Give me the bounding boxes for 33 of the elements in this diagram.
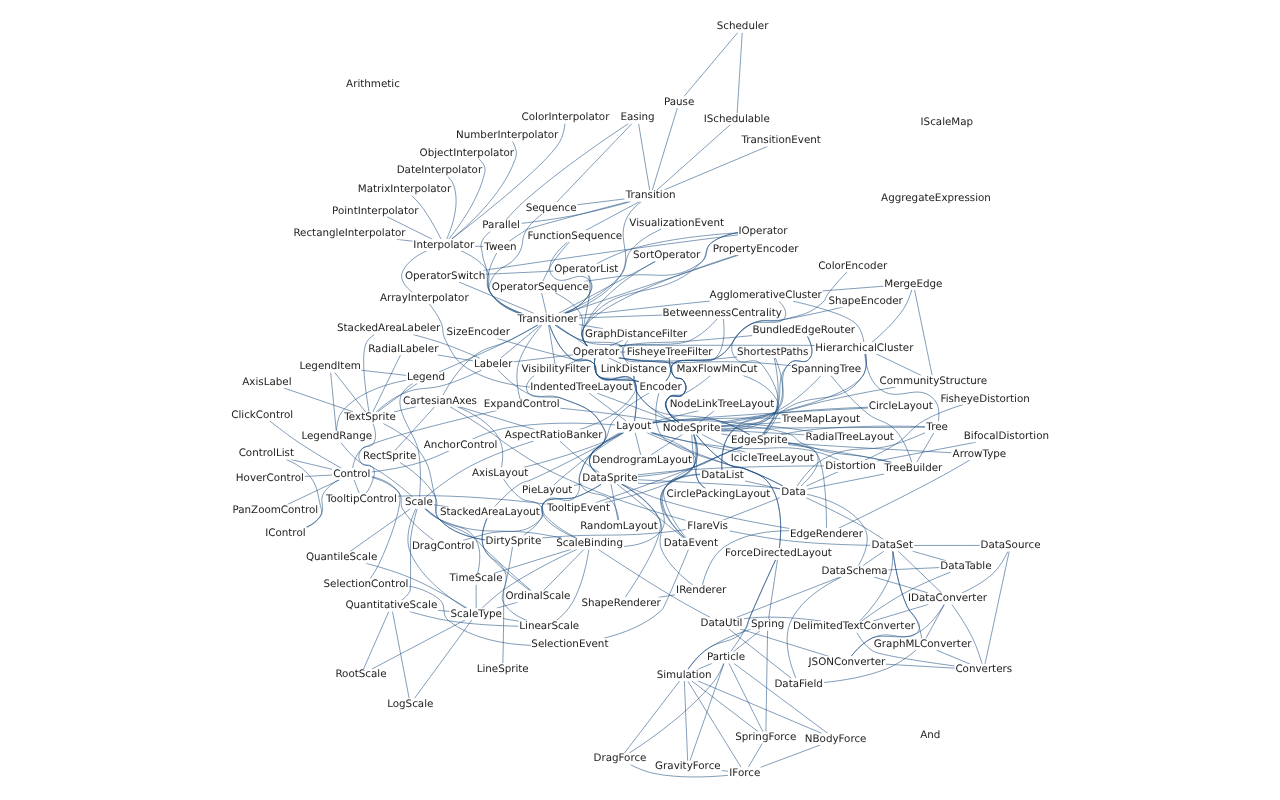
connector (697, 662, 713, 670)
connector (502, 618, 520, 622)
connector (433, 504, 449, 508)
connector (474, 245, 484, 247)
connector (481, 517, 528, 622)
connector (689, 662, 725, 762)
connector (340, 442, 414, 498)
connector (657, 594, 676, 598)
connector (608, 357, 622, 365)
connector (629, 764, 729, 778)
connector (603, 549, 689, 639)
connector (621, 483, 790, 529)
connector (353, 479, 360, 494)
connector (336, 379, 407, 432)
connector (382, 423, 486, 541)
connector (665, 306, 843, 382)
connector (396, 238, 414, 242)
connector (437, 609, 450, 612)
connector (701, 433, 747, 454)
connector (720, 429, 805, 436)
connector (720, 433, 732, 436)
connector (579, 357, 637, 430)
connector (687, 628, 752, 670)
connector (597, 549, 711, 618)
connector (628, 663, 725, 754)
connector (721, 770, 729, 772)
connector (583, 232, 739, 282)
connector (619, 351, 626, 353)
connector (733, 662, 829, 734)
connector (650, 431, 741, 453)
connector (608, 339, 624, 347)
connector (428, 303, 531, 388)
connector (573, 483, 583, 486)
